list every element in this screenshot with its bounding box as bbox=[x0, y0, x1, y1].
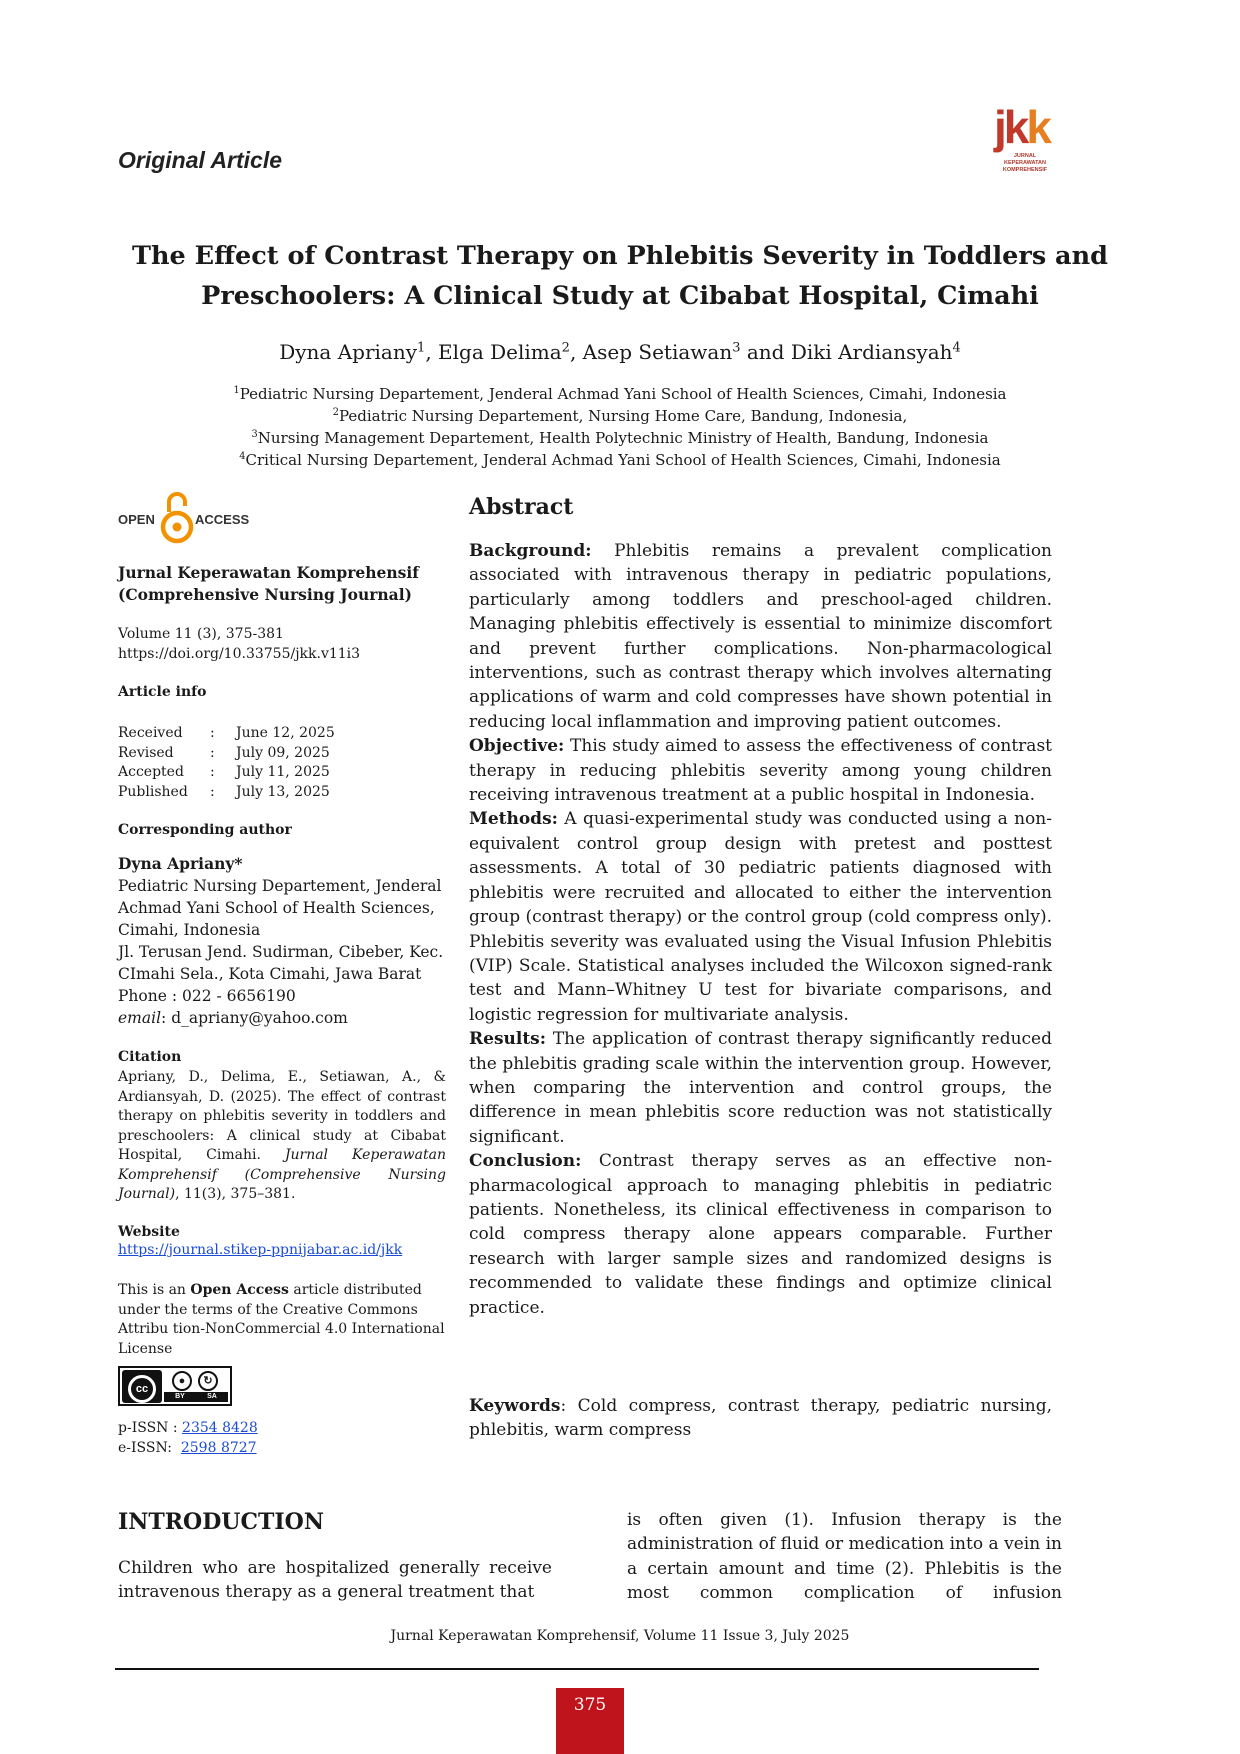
title-line: The Effect of Contrast Therapy on Phlebi… bbox=[132, 241, 1108, 271]
affiliation: 4Critical Nursing Departement, Jenderal … bbox=[239, 451, 1001, 469]
abstract-heading: Abstract bbox=[469, 494, 574, 520]
volume-info: Volume 11 (3), 375-381 https://doi.org/1… bbox=[118, 626, 361, 662]
website-link[interactable]: https://journal.stikep-ppnijabar.ac.id/j… bbox=[118, 1242, 403, 1258]
page-number: 375 bbox=[556, 1688, 624, 1754]
website-heading: Website bbox=[118, 1224, 180, 1240]
doi-link[interactable]: https://doi.org/10.33755/jkk.v11i3 bbox=[118, 646, 361, 662]
footer-journal-issue: Jurnal Keperawatan Komprehensif, Volume … bbox=[390, 1628, 850, 1644]
date-row: Revised:July 09, 2025 bbox=[118, 744, 330, 761]
license-text: This is an Open Access article distribut… bbox=[118, 1282, 445, 1357]
article-dates: Received:June 12, 2025 Revised:July 09, … bbox=[118, 724, 335, 802]
author-list: Dyna Apriany1, Elga Delima2, Asep Setiaw… bbox=[279, 340, 961, 364]
affiliation: 2Pediatric Nursing Departement, Nursing … bbox=[332, 407, 908, 425]
journal-logo: jkk JURNAL KEPERAWATAN KOMPREHENSIF bbox=[988, 104, 1062, 176]
affiliation-list: 1Pediatric Nursing Departement, Jenderal… bbox=[90, 383, 1150, 471]
abstract-section: Methods: A quasi-experimental study was … bbox=[469, 809, 1052, 1025]
date-row: Accepted:July 11, 2025 bbox=[118, 764, 330, 780]
corresponding-author: Dyna Apriany* Pediatric Nursing Departem… bbox=[118, 853, 458, 1029]
email-link[interactable]: d_apriany@yahoo.com bbox=[171, 1009, 348, 1027]
cc-icon: cc bbox=[128, 1375, 156, 1403]
by-icon: ● bbox=[172, 1371, 192, 1391]
keywords: Keywords: Cold compress, contrast therap… bbox=[469, 1396, 1052, 1441]
corresponding-name: Dyna Apriany* bbox=[118, 854, 243, 873]
issn-info: p-ISSN : 2354 8428 e-ISSN: 2598 8727 bbox=[118, 1420, 258, 1456]
logo-mark: jkk bbox=[994, 101, 1052, 153]
logo-caption: JURNAL KEPERAWATAN KOMPREHENSIF bbox=[1002, 153, 1048, 173]
paper-title: The Effect of Contrast Therapy on Phlebi… bbox=[90, 236, 1150, 316]
intro-left-column: Children who are hospitalized generally … bbox=[118, 1558, 552, 1603]
author-name: Dyna Apriany bbox=[279, 340, 418, 364]
article-type-label: Original Article bbox=[118, 147, 283, 173]
affiliation: 1Pediatric Nursing Departement, Jenderal… bbox=[233, 385, 1007, 403]
abstract-section: Results: The application of contrast the… bbox=[469, 1029, 1052, 1147]
date-row: Published:July 13, 2025 bbox=[118, 783, 330, 800]
journal-name: Jurnal Keperawatan Komprehensif (Compreh… bbox=[118, 563, 419, 604]
pissn-link[interactable]: 2354 8428 bbox=[182, 1420, 258, 1436]
abstract-body: Background: Phlebitis remains a prevalen… bbox=[469, 539, 1052, 1320]
introduction-heading: INTRODUCTION bbox=[118, 1509, 324, 1535]
eissn-link[interactable]: 2598 8727 bbox=[180, 1439, 257, 1456]
abstract-section: Objective: This study aimed to assess th… bbox=[469, 736, 1052, 806]
footer-divider bbox=[115, 1668, 1039, 1670]
title-line: Preschoolers: A Clinical Study at Cibaba… bbox=[201, 281, 1039, 311]
corresponding-heading: Corresponding author bbox=[118, 822, 292, 838]
abstract-section: Conclusion: Contrast therapy serves as a… bbox=[469, 1151, 1052, 1318]
intro-right-column: is often given (1). Infusion therapy is … bbox=[627, 1510, 1062, 1604]
author-name: Diki Ardiansyah bbox=[790, 340, 953, 364]
open-access-lock-icon bbox=[160, 492, 194, 544]
citation-heading: Citation bbox=[118, 1049, 182, 1065]
sa-icon: ↻ bbox=[198, 1371, 218, 1391]
abstract-section: Background: Phlebitis remains a prevalen… bbox=[469, 541, 1052, 732]
author-name: Asep Setiawan bbox=[582, 340, 733, 364]
open-access-logo: OPEN ACCESS bbox=[118, 490, 268, 546]
citation-text: Apriany, D., Delima, E., Setiawan, A., &… bbox=[118, 1069, 446, 1202]
date-row: Received:June 12, 2025 bbox=[118, 725, 335, 741]
affiliation: 3Nursing Management Departement, Health … bbox=[251, 429, 989, 447]
article-info-heading: Article info bbox=[118, 684, 207, 700]
author-name: Elga Delima bbox=[438, 340, 562, 364]
